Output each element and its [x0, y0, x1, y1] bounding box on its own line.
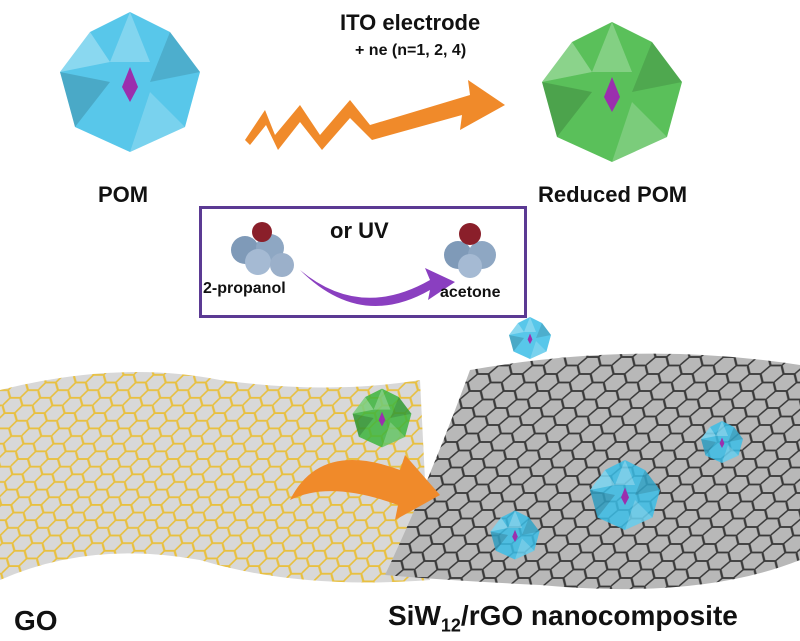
propanol-molecule — [231, 222, 294, 277]
rgo-sheet — [385, 353, 800, 590]
acetone-molecule — [444, 223, 496, 278]
composite-label-prefix: SiW — [388, 600, 441, 631]
reduced-pom-label: Reduced POM — [538, 182, 688, 207]
or-uv-label: or UV — [330, 218, 389, 243]
composite-arrow — [290, 455, 440, 520]
electrode-arrow — [245, 80, 505, 150]
anchored-pom — [509, 317, 551, 359]
go-label: GO — [14, 605, 58, 636]
go-sheet — [0, 372, 430, 583]
acetone-label: acetone — [440, 284, 501, 301]
pom-label: POM — [98, 182, 149, 207]
electron-label: + ne (n=1, 2, 4) — [355, 42, 467, 59]
electrode-label: ITO electrode — [340, 10, 481, 35]
pom-structure — [60, 12, 200, 152]
propanol-label: 2-propanol — [203, 280, 286, 297]
composite-label: SiW12/rGO nanocomposite — [388, 600, 738, 637]
reduced-pom-structure — [542, 22, 682, 162]
composite-label-suffix: /rGO nanocomposite — [460, 600, 738, 631]
conversion-arrow — [300, 268, 455, 306]
composite-label-subscript: 12 — [440, 615, 461, 636]
uv-reaction-box — [199, 206, 527, 318]
